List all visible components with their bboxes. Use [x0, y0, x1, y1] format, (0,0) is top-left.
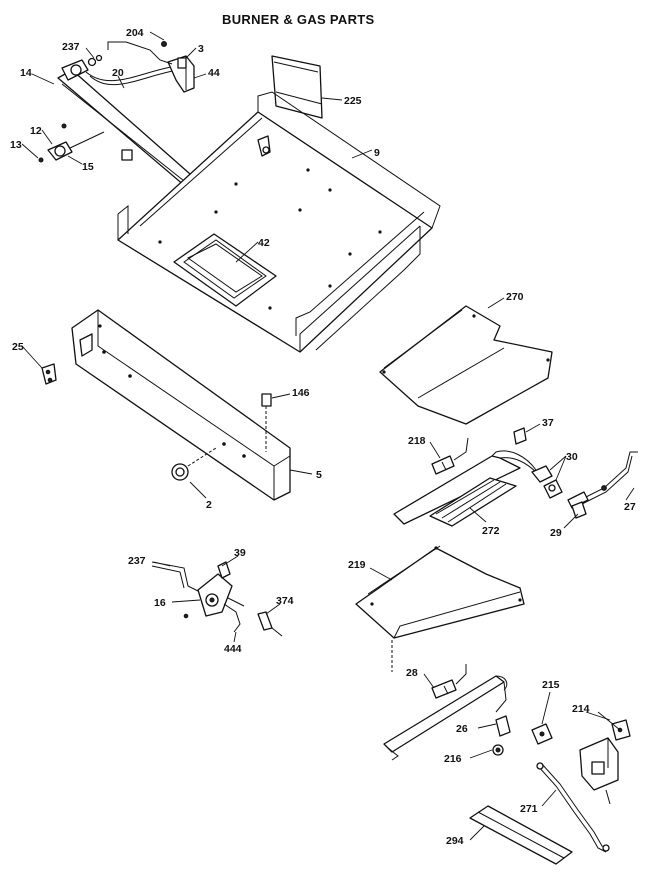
label-219: 219: [348, 559, 366, 571]
label-9: 9: [374, 147, 380, 159]
burner-box-9: [117, 91, 441, 353]
label-237-lower: 237: [128, 555, 146, 567]
shield-219: [355, 545, 525, 672]
diagram-title: BURNER & GAS PARTS: [222, 12, 375, 27]
part-29: [571, 501, 587, 519]
part-2-grommet: [171, 447, 217, 481]
leader-lines: [21, 31, 635, 841]
part-271-tube: [536, 762, 610, 853]
label-37: 37: [542, 417, 554, 429]
burner-assembly-lower: [383, 664, 511, 761]
label-237: 237: [62, 41, 80, 53]
label-2: 2: [206, 499, 212, 511]
label-15: 15: [82, 161, 94, 173]
valve-assembly: [151, 561, 283, 637]
label-26: 26: [456, 723, 468, 735]
label-28: 28: [406, 667, 418, 679]
label-294: 294: [446, 835, 464, 847]
label-270: 270: [506, 291, 524, 303]
manifold-panel-5: [71, 309, 291, 501]
cover-plate-270: [379, 305, 553, 425]
part-146-clip: [261, 393, 272, 452]
gas-tube: [85, 65, 177, 82]
label-27: 27: [624, 501, 636, 513]
part-25-bracket: [41, 363, 57, 385]
label-216: 216: [444, 753, 462, 765]
label-13: 13: [10, 139, 22, 151]
label-272: 272: [482, 525, 500, 537]
label-214: 214: [572, 703, 590, 715]
label-16: 16: [154, 597, 166, 609]
label-444: 444: [224, 643, 242, 655]
orifice-fitting: [87, 57, 97, 67]
part-294-rail: [469, 805, 573, 865]
label-5: 5: [316, 469, 322, 481]
label-44: 44: [208, 67, 220, 79]
label-25: 25: [12, 341, 24, 353]
label-204: 204: [126, 27, 144, 39]
label-215: 215: [542, 679, 560, 691]
label-3: 3: [198, 43, 204, 55]
label-225: 225: [344, 95, 362, 107]
label-39: 39: [234, 547, 246, 559]
label-29: 29: [550, 527, 562, 539]
part-labels: 204 237 3 14 20 44 225 12 13 15 9 42 270…: [10, 27, 636, 847]
label-42: 42: [258, 237, 270, 249]
label-374: 374: [276, 595, 294, 607]
label-30: 30: [566, 451, 578, 463]
plate-225: [271, 55, 323, 119]
part-27-thermocouple: [567, 451, 638, 509]
burner-assembly-272: [393, 427, 563, 527]
label-271: 271: [520, 803, 538, 815]
part-214-switch: [579, 719, 631, 805]
screw: [161, 41, 167, 47]
label-146: 146: [292, 387, 310, 399]
part-215: [531, 723, 553, 745]
label-218: 218: [408, 435, 426, 447]
label-20: 20: [112, 67, 124, 79]
label-14: 14: [20, 67, 32, 79]
label-12: 12: [30, 125, 42, 137]
